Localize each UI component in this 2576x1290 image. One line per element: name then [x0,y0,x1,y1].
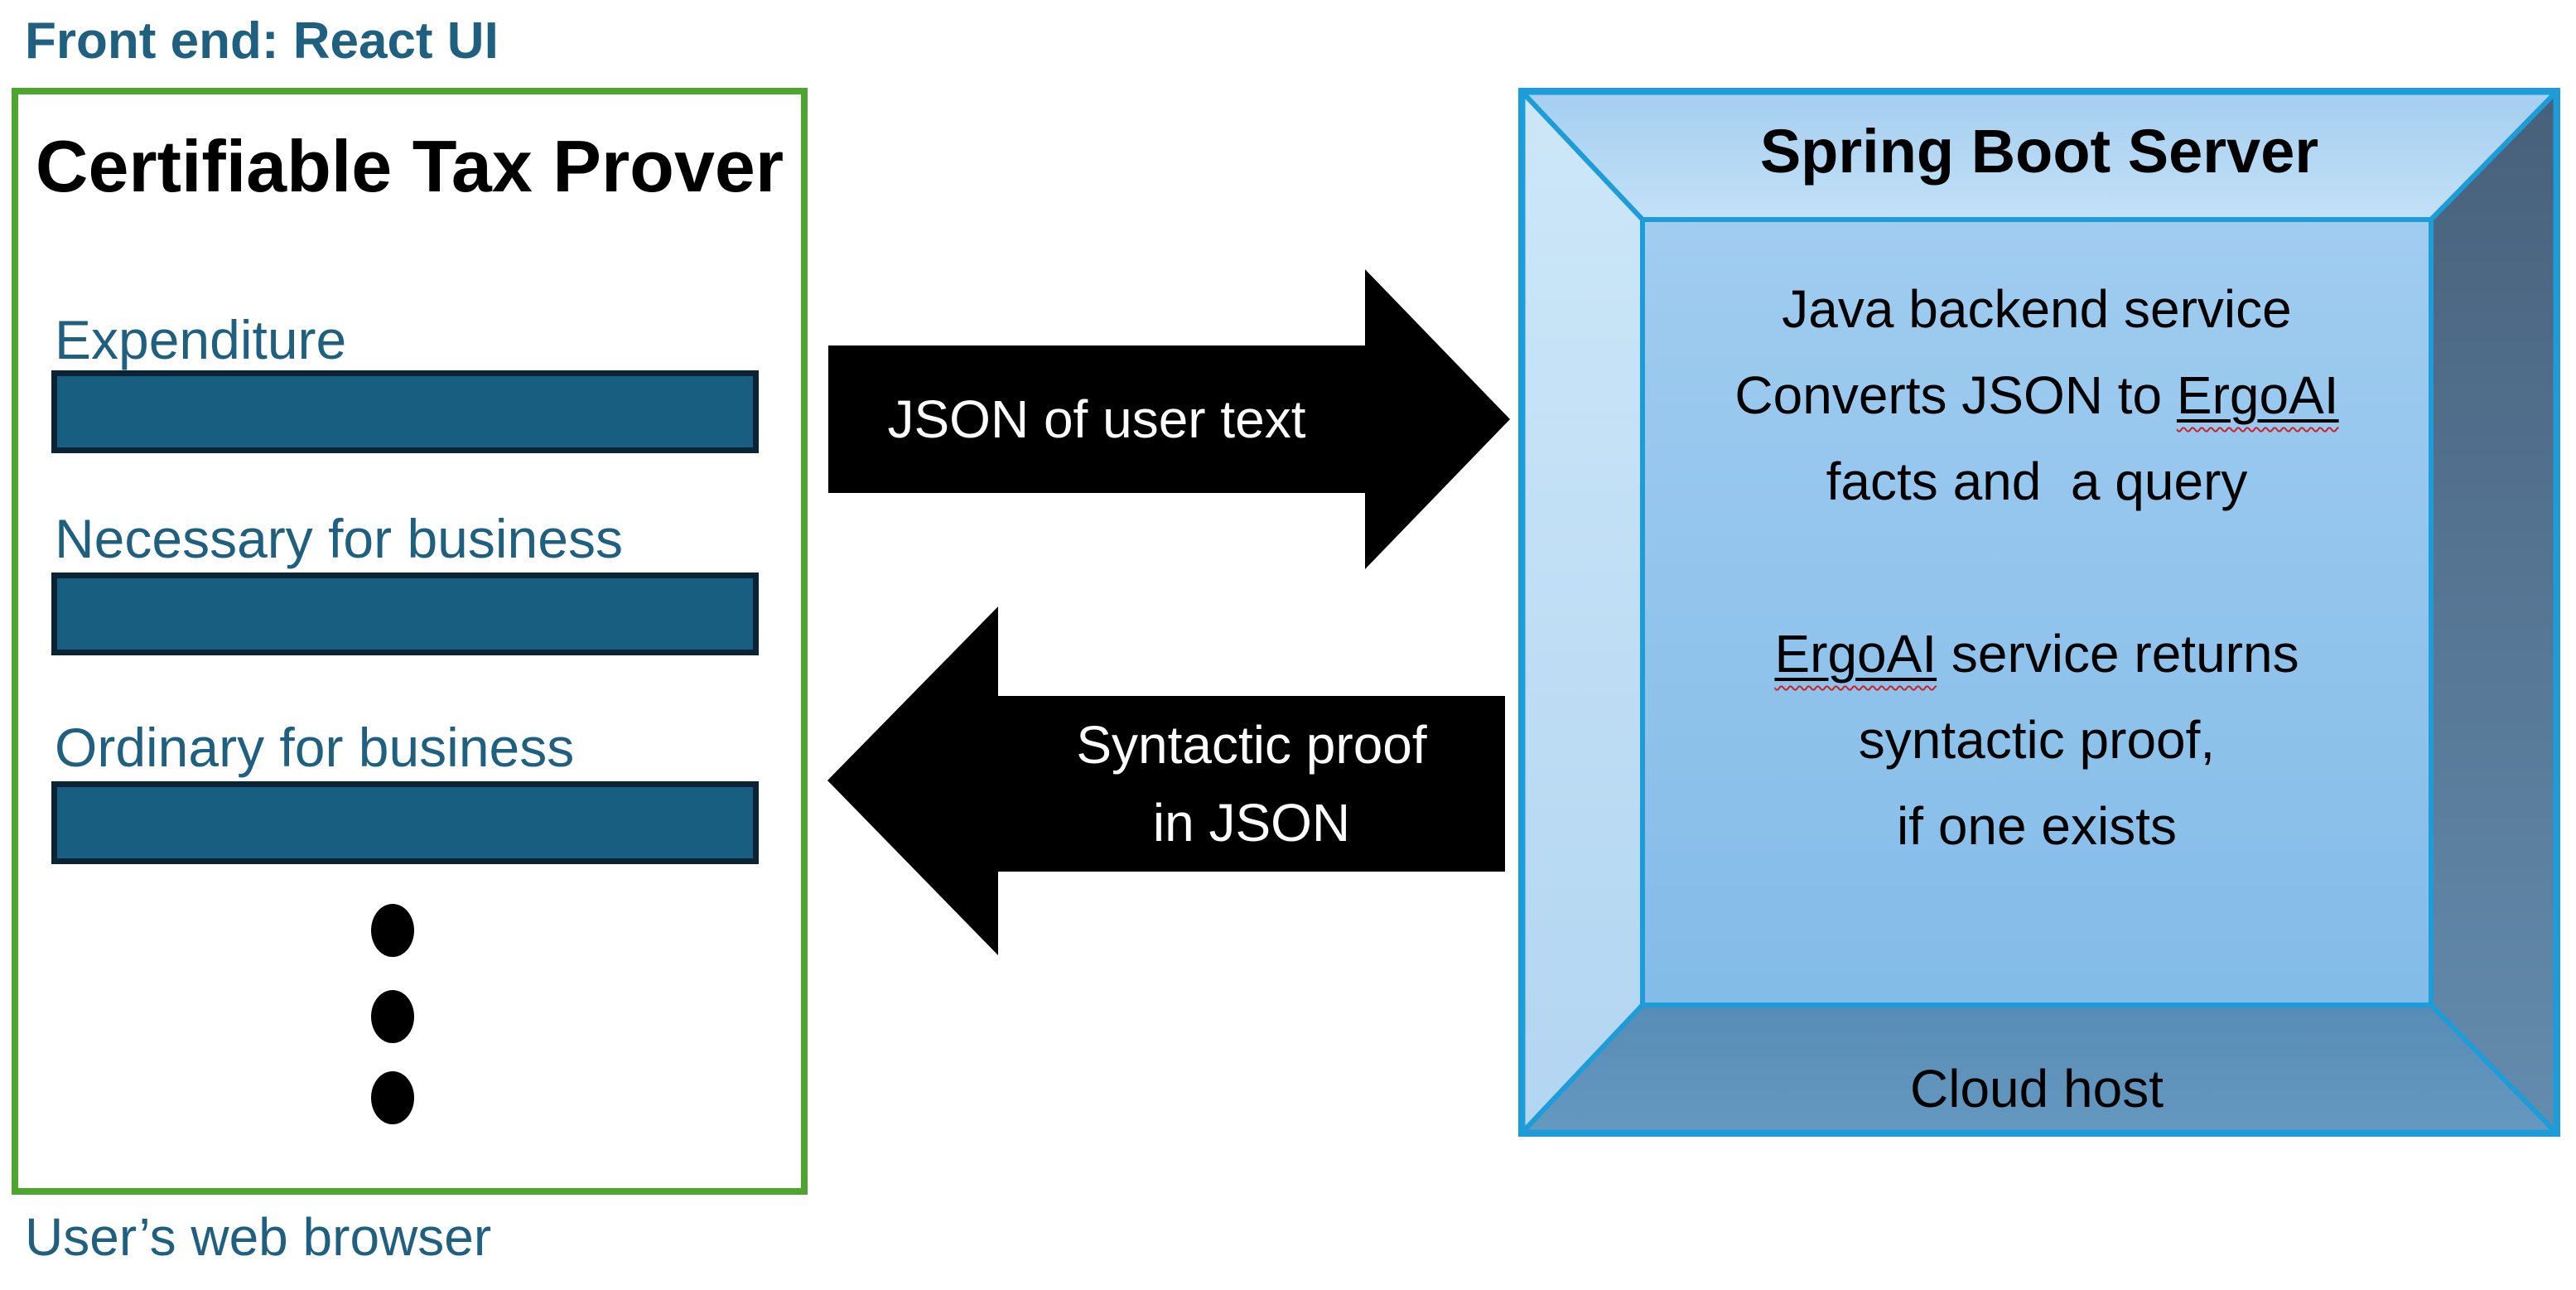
arrow-left-to-client: Syntactic proof in JSON [827,606,1505,955]
server-title: Spring Boot Server [1759,117,2319,186]
field-label-necessary: Necessary for business [55,508,623,569]
ellipsis-dot [371,990,414,1043]
ellipsis-dot [371,904,414,957]
server-body-line5: syntactic proof, [1858,710,2216,770]
ellipsis-dot [371,1071,414,1124]
arrow-left-label-line2: in JSON [1152,793,1351,853]
ergoai-underlined: ErgoAI [1774,624,1937,684]
server-box-3d-graphic [1512,81,2567,1143]
ergoai-text: ErgoAI [2176,365,2339,425]
server-body-line4-suffix: service returns [1937,624,2299,684]
server-body-line4: ErgoAI service returns [1774,624,2299,684]
server-body-line3: facts and a query [1826,452,2248,511]
server-body-line6: if one exists [1897,796,2177,856]
arrow-right-label: JSON of user text [887,389,1306,449]
ergoai-underlined: ErgoAI [2177,365,2339,425]
ergoai-text: ErgoAI [1774,624,1937,684]
frontend-heading: Front end: React UI [25,12,499,70]
box-left-face [1516,81,1645,1143]
frontend-caption: User’s web browser [25,1207,492,1267]
field-label-ordinary: Ordinary for business [55,717,575,778]
input-bar-necessary [51,573,759,655]
arrow-left-label-line1: Syntactic proof [1076,715,1427,775]
input-bar-ordinary [51,781,759,864]
box-outer-border [1517,87,2561,1138]
arrow-right-to-server: JSON of user text [828,269,1510,569]
server-body-line2: Converts JSON to ErgoAI [1734,365,2338,425]
box-inner-face [1640,217,2434,1007]
panel-title: Certifiable Tax Prover [35,125,784,207]
field-label-expenditure: Expenditure [55,309,347,370]
arrow-left-label: Syntactic proof in JSON [998,696,1505,872]
input-bar-expenditure [51,370,759,453]
server-footer: Cloud host [1910,1059,2164,1118]
server-body-line1: Java backend service [1782,279,2292,339]
server-body-line2-prefix: Converts JSON to [1734,365,2177,425]
box-right-face [2429,81,2563,1143]
